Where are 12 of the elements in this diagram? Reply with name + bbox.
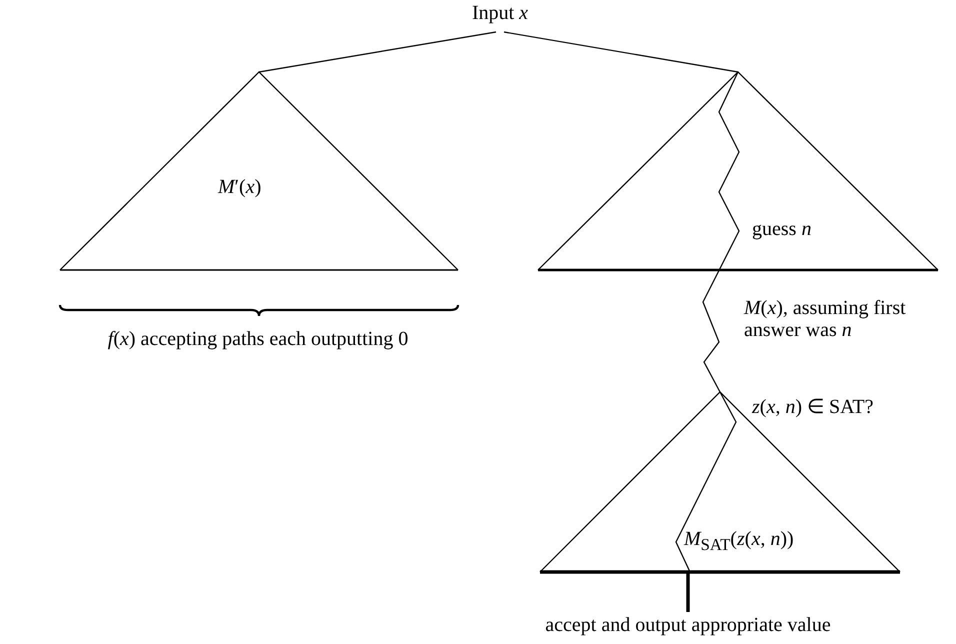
output-line	[686, 572, 690, 612]
node-text: Input x	[470, 2, 530, 24]
triangle-label: guess n	[752, 218, 812, 240]
tree-branch-line	[504, 31, 738, 73]
caption-text: f(x) accepting paths each outputting 0	[106, 328, 410, 350]
triangle-label: M$_{SAT}$(z(x, n))	[684, 528, 794, 554]
node-text: accept and output appropriate value	[544, 614, 832, 636]
tree-branch-line	[702, 72, 740, 392]
tree-branch-line	[258, 31, 496, 73]
annotation-text: M(x), assuming first answer was n	[744, 297, 907, 341]
triangle-label: M′(x)	[218, 176, 262, 198]
annotation-text: z(x, n) ∈ SAT?	[752, 396, 874, 418]
